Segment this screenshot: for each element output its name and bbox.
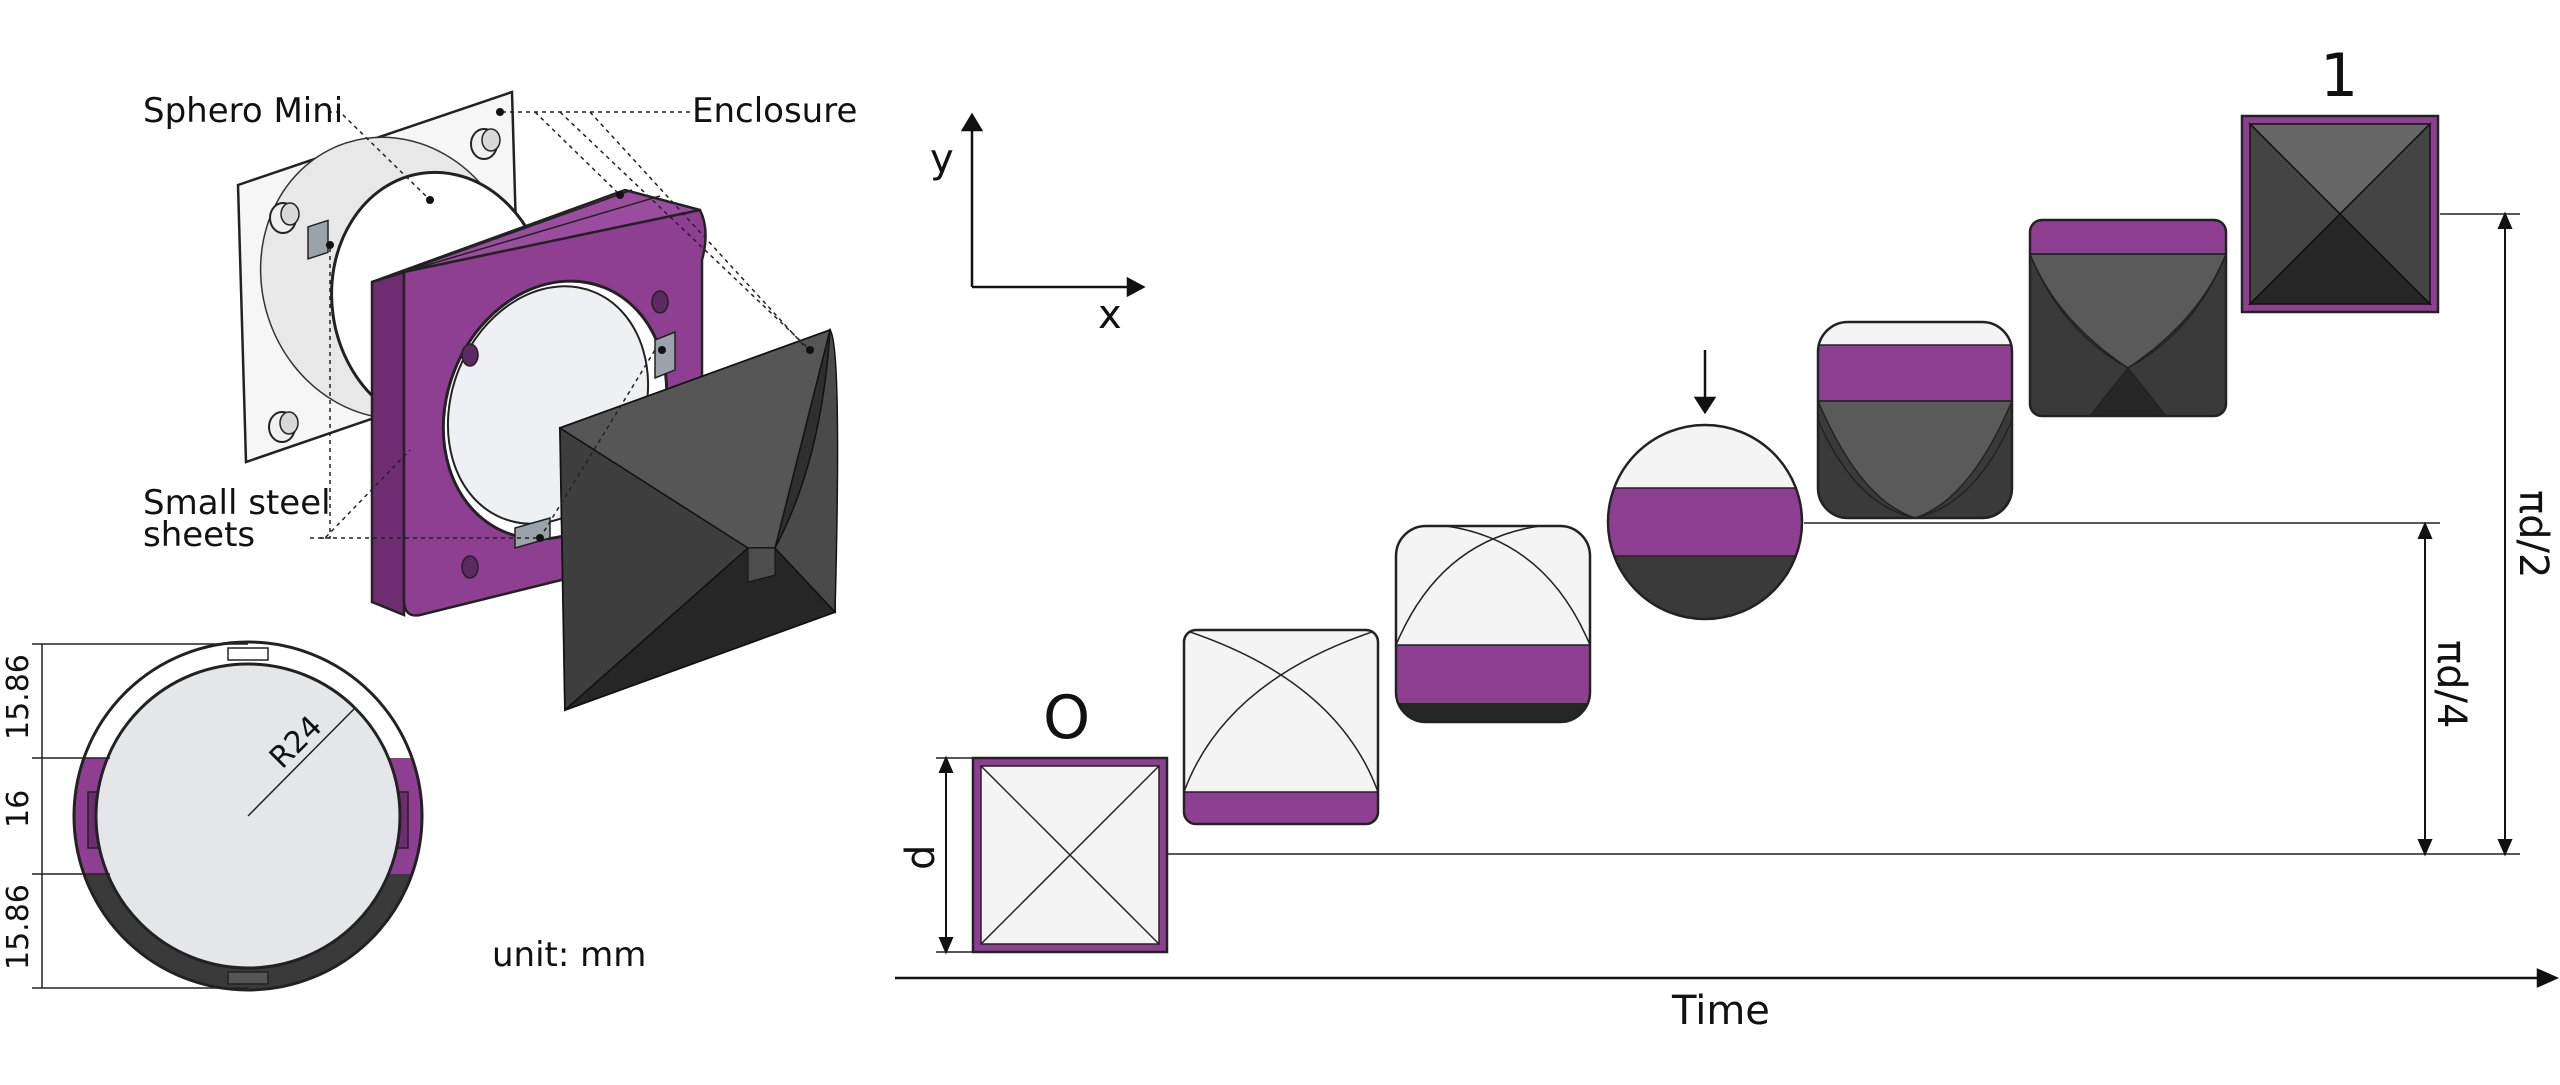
dim-pi4-label: πd/4 bbox=[2428, 640, 2474, 728]
dim-d-label: d bbox=[898, 845, 944, 870]
leader-lines bbox=[310, 111, 811, 539]
dim-bot-label: 15.86 bbox=[1, 884, 36, 970]
steel-sheets-label-1: Small steel bbox=[143, 483, 331, 523]
sphero-mini-label: Sphero Mini bbox=[143, 91, 343, 131]
state-2-shape bbox=[1394, 524, 1592, 724]
unit-label: unit: mm bbox=[492, 935, 646, 975]
time-axis bbox=[895, 968, 2560, 988]
time-label: Time bbox=[1671, 988, 1770, 1034]
steel-sheet bbox=[307, 219, 329, 260]
enclosure-label: Enclosure bbox=[692, 91, 857, 131]
mounting-peg bbox=[470, 128, 501, 160]
state-3-circle bbox=[1606, 423, 1804, 621]
steel-sheet bbox=[654, 330, 676, 380]
axes-indicator bbox=[960, 112, 1146, 298]
side-view: R24 15.86 16 15.86 unit: mm bbox=[1, 640, 646, 992]
dim-d-arrow bbox=[938, 755, 954, 955]
state-1-shape bbox=[1182, 628, 1380, 826]
dim-top-label: 15.86 bbox=[1, 654, 36, 740]
leader-dots bbox=[326, 108, 814, 542]
state-6-pyramid bbox=[2240, 114, 2440, 314]
steel-sheets-label-2: sheets bbox=[143, 515, 255, 555]
screw-hole bbox=[461, 555, 479, 579]
state-1-label: 1 bbox=[2320, 41, 2358, 111]
mounting-peg bbox=[269, 202, 300, 234]
screw-hole bbox=[461, 343, 479, 367]
axis-y-label: y bbox=[930, 136, 954, 182]
axis-x-label: x bbox=[1098, 292, 1122, 338]
side-dimensions bbox=[32, 643, 248, 989]
state-4-shape bbox=[1816, 320, 2014, 520]
state-0-label: O bbox=[1043, 683, 1090, 753]
dim-mid-label: 16 bbox=[1, 790, 36, 828]
pyramid-cover bbox=[558, 328, 839, 712]
down-arrow-icon bbox=[1693, 350, 1717, 415]
dim-pi2-label: πd/2 bbox=[2510, 490, 2556, 578]
screw-hole bbox=[651, 290, 669, 314]
dim-pi2-arrow bbox=[2497, 211, 2513, 857]
state-0-square bbox=[971, 756, 1169, 954]
morph-sequence: y x O bbox=[895, 41, 2560, 1034]
exploded-assembly: Sphero Mini Enclosure Small steel sheets bbox=[143, 90, 857, 712]
state-5-shape bbox=[2028, 218, 2228, 418]
dim-pi4-arrow bbox=[2417, 521, 2433, 857]
reference-lines bbox=[936, 213, 2520, 953]
mounting-peg bbox=[268, 411, 299, 443]
